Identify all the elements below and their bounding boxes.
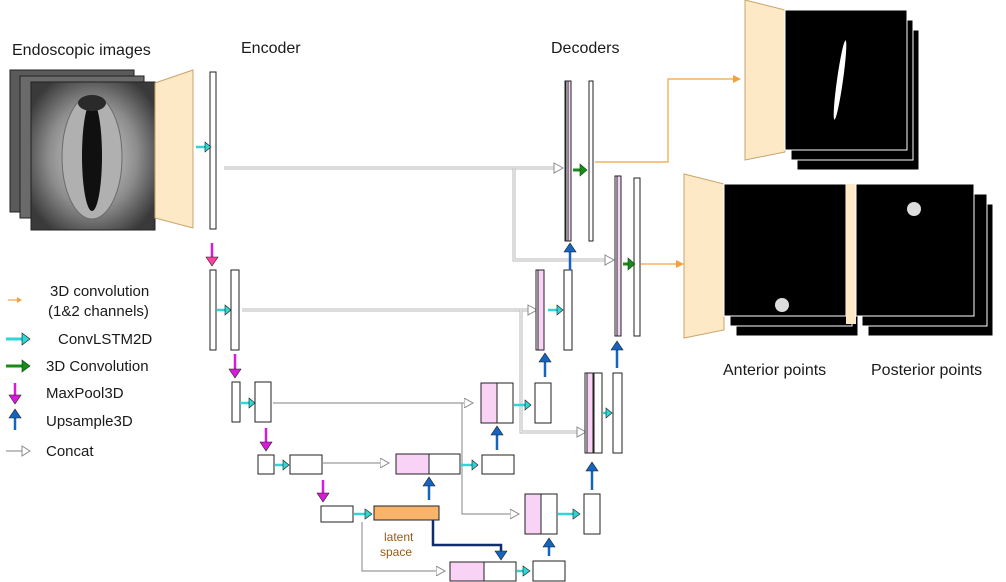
- legend-label-0a: 3D convolution: [50, 283, 149, 300]
- enc-level2-block-a: [210, 270, 216, 350]
- legend-label-3: MaxPool3D: [46, 385, 124, 402]
- legend-item-convlstm: ConvLSTM2D: [6, 331, 152, 348]
- latent-label-2: space: [380, 545, 412, 559]
- output-bottom-conv-block: [684, 174, 724, 338]
- gray-arrow-icon: [22, 446, 30, 456]
- enc-level1-block: [210, 72, 216, 229]
- latent-upsample-path: [433, 520, 501, 552]
- legend-label-1: ConvLSTM2D: [58, 331, 152, 348]
- legend-item-concat: Concat: [6, 443, 94, 460]
- legend-label-0b: (1&2 channels): [48, 303, 149, 320]
- legend-label-5: Concat: [46, 443, 94, 460]
- decoder-conv3d-arrows: [573, 164, 635, 270]
- blue-arrow-icon: [9, 409, 21, 418]
- legend-label-4: Upsample3D: [46, 413, 133, 430]
- latent-label-1: latent: [384, 530, 414, 544]
- legend-label-2: 3D Convolution: [46, 358, 149, 375]
- legend-item-conv3d: 3D Convolution: [6, 358, 149, 375]
- legend-item-maxpool: MaxPool3D: [9, 383, 124, 404]
- decoder-1: [396, 81, 593, 474]
- magenta-arrow-icon: [9, 395, 21, 404]
- encoder-title: Encoder: [241, 40, 301, 57]
- output-arrow-top: [595, 79, 740, 162]
- enc-level4-block-a: [258, 455, 274, 474]
- anterior-label: Anterior points: [723, 362, 826, 379]
- legend: 3D convolution (1&2 channels) ConvLSTM2D…: [6, 283, 152, 460]
- decoder-2: [450, 176, 640, 581]
- legend-item-upsample: Upsample3D: [9, 409, 133, 430]
- posterior-output-stack: [856, 184, 993, 336]
- enc-level3-block-b: [255, 382, 271, 422]
- anterior-output-stack: [724, 184, 858, 336]
- segmentation-output-stack: [785, 10, 919, 170]
- input-title: Endoscopic images: [12, 42, 151, 59]
- enc-level5-block: [321, 506, 353, 522]
- orange-arrow-icon: [17, 297, 22, 303]
- output-separator: [846, 184, 856, 324]
- input-conv-block: [155, 70, 193, 228]
- legend-item-conv3d-channels: 3D convolution (1&2 channels): [8, 283, 149, 320]
- enc-level3-block-a: [232, 382, 240, 422]
- enc-level2-block-b: [231, 270, 239, 350]
- enc-level4-block-b: [290, 455, 322, 474]
- output-top-conv-block: [745, 0, 785, 160]
- latent-upsample-head: [495, 551, 507, 560]
- endoscopic-image-stack: [10, 70, 155, 230]
- decoders-title: Decoders: [551, 40, 619, 57]
- green-arrow-icon: [22, 360, 30, 372]
- cyan-arrow-icon: [22, 333, 30, 345]
- posterior-label: Posterior points: [871, 362, 982, 379]
- latent-space-block: [374, 506, 439, 520]
